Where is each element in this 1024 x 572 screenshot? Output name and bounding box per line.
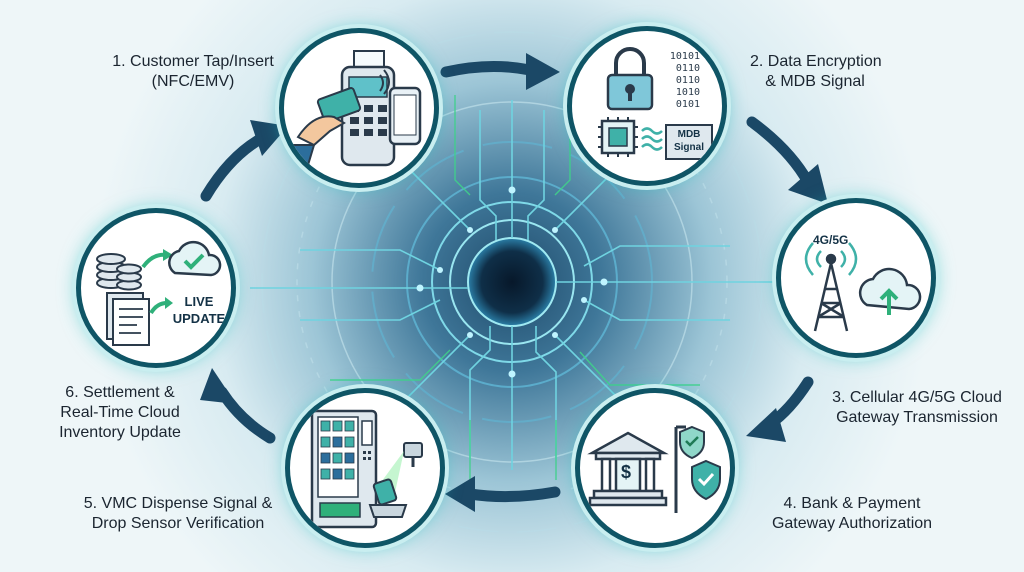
core bbox=[467, 237, 557, 327]
payment-terminal-icon bbox=[288, 50, 422, 167]
stage-2-label-line-1: 2. Data Encryption bbox=[750, 53, 882, 70]
stage-6-label-line-2: Real-Time Cloud bbox=[60, 404, 180, 421]
mdb-badge-box bbox=[665, 124, 713, 160]
stage-5-label-line-1: 5. VMC Dispense Signal & bbox=[83, 495, 273, 512]
lock-icon bbox=[606, 47, 654, 111]
stage-6-label-line-3: Inventory Update bbox=[59, 424, 181, 441]
stage-1-label: 1. Customer Tap/Insert (NFC/EMV) bbox=[105, 52, 281, 92]
stage-1-label-line-1: 1. Customer Tap/Insert bbox=[112, 53, 274, 70]
coin-stack-icon bbox=[96, 253, 142, 291]
stage-1-circle bbox=[279, 28, 439, 188]
currency-symbol: $ bbox=[621, 462, 632, 482]
stage-4-label-line-1: 4. Bank & Payment bbox=[783, 495, 921, 512]
binary-line: 0110 bbox=[675, 75, 700, 86]
live-update-line-1: LIVE bbox=[184, 294, 214, 309]
vending-machine-icon bbox=[310, 409, 378, 529]
bank-icon bbox=[587, 431, 669, 507]
binary-line: 10101 bbox=[669, 51, 700, 62]
trace-nodes bbox=[416, 186, 608, 378]
circuit-traces bbox=[250, 100, 800, 470]
signal-wave-icon bbox=[641, 127, 663, 151]
stage-3-label: 3. Cellular 4G/5G Cloud Gateway Transmis… bbox=[822, 388, 1012, 428]
cell-tower-icon bbox=[804, 242, 858, 332]
binary-line: 0101 bbox=[675, 99, 700, 110]
binary-line: 1010 bbox=[675, 87, 700, 98]
cloud-upload-icon bbox=[858, 267, 922, 315]
stage-5-label-line-2: Drop Sensor Verification bbox=[91, 515, 265, 532]
stage-3-label-line-1: 3. Cellular 4G/5G Cloud bbox=[832, 389, 1002, 406]
live-update-badge: LIVE UPDATE bbox=[169, 293, 229, 327]
arrow-heads bbox=[200, 53, 828, 512]
stage-5-label: 5. VMC Dispense Signal & Drop Sensor Ver… bbox=[62, 494, 294, 534]
stage-6-label-line-1: 6. Settlement & bbox=[65, 384, 175, 401]
stage-4-label: 4. Bank & Payment Gateway Authorization bbox=[742, 494, 962, 534]
drop-sensor-icon bbox=[368, 442, 423, 518]
stage-3-circle: 4G/5G bbox=[776, 198, 936, 358]
document-icon bbox=[106, 292, 150, 346]
stage-2-label-line-2: & MDB Signal bbox=[765, 73, 865, 90]
stage-6-label: 6. Settlement & Real-Time Cloud Inventor… bbox=[36, 383, 204, 443]
stage-4-label-line-2: Gateway Authorization bbox=[771, 515, 933, 532]
stage-5-circle bbox=[285, 388, 445, 548]
stage-4-circle: $ bbox=[575, 388, 735, 548]
stage-2-label: 2. Data Encryption & MDB Signal bbox=[750, 52, 882, 92]
shield-check-icon bbox=[679, 425, 721, 501]
stage-3-label-line-2: Gateway Transmission bbox=[836, 409, 998, 426]
mdb-badge-line-2: Signal bbox=[673, 142, 704, 153]
mdb-badge: MDB Signal bbox=[666, 128, 712, 154]
stage-2-circle: 10101 0110 0110 1010 0101 MDB Signal bbox=[567, 26, 727, 186]
cycle-arrows bbox=[200, 60, 814, 503]
cloud-check-icon bbox=[168, 240, 222, 277]
network-tag: 4G/5G bbox=[813, 233, 849, 247]
stage-1-label-line-2: (NFC/EMV) bbox=[151, 73, 235, 90]
binary-line: 0110 bbox=[675, 63, 700, 74]
binary-stream: 10101 0110 0110 1010 0101 bbox=[660, 51, 700, 111]
mdb-badge-line-1: MDB bbox=[677, 129, 701, 140]
arrow-to-update-icon bbox=[149, 301, 168, 315]
stage-6-circle: LIVE UPDATE bbox=[76, 208, 236, 368]
chip-icon bbox=[598, 117, 638, 157]
live-update-line-2: UPDATE bbox=[172, 311, 226, 326]
